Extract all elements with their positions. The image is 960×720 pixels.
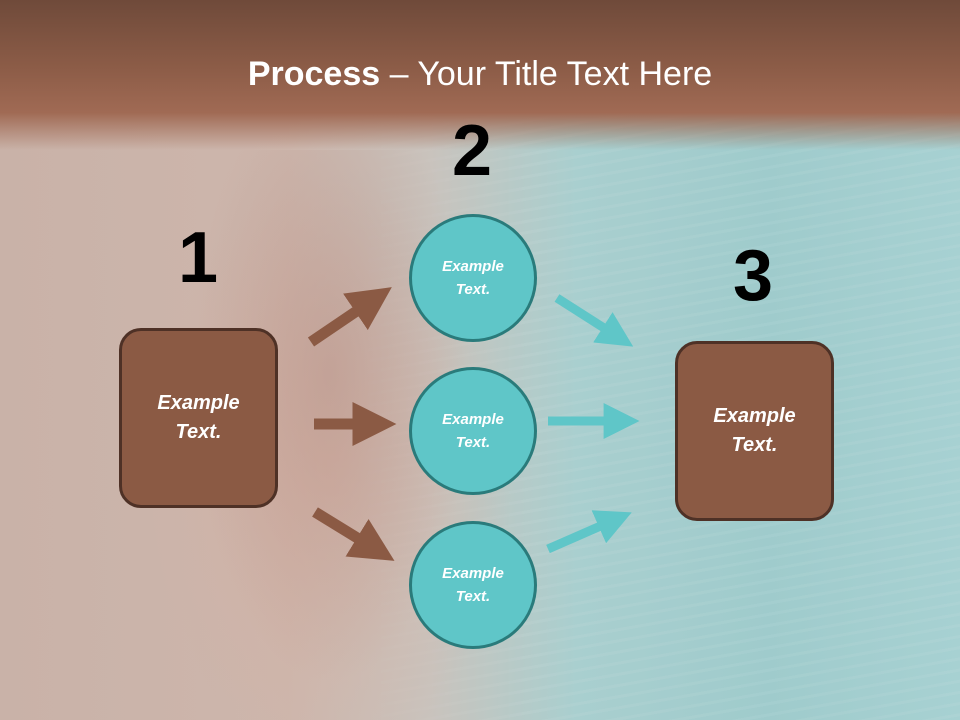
- title-rest: – Your Title Text Here: [380, 55, 713, 93]
- title-bold: Process: [247, 55, 381, 93]
- step-number-1: 1: [177, 218, 219, 298]
- step-2-circle-middle-label: Example Text.: [442, 411, 504, 451]
- step-number-3: 3: [732, 236, 774, 316]
- step-2-circle-bottom: Example Text.: [409, 521, 537, 649]
- step-number-2: 2: [451, 111, 493, 191]
- step-1-label: Example Text.: [157, 392, 240, 443]
- slide-title: Process – Your Title Text Here: [0, 55, 960, 94]
- arrow-1-to-top: [307, 287, 392, 347]
- step-3-label: Example Text.: [713, 405, 796, 456]
- arrow-bottom-to-3: [546, 510, 632, 554]
- step-2-circle-middle: Example Text.: [409, 367, 537, 495]
- step-2-circle-top: Example Text.: [409, 214, 537, 342]
- step-1-box: Example Text.: [119, 328, 278, 508]
- step-2-circle-top-label: Example Text.: [442, 258, 504, 298]
- header-band: [0, 0, 960, 150]
- step-2-circle-bottom-label: Example Text.: [442, 565, 504, 605]
- arrow-1-to-bottom: [312, 507, 395, 561]
- step-3-box: Example Text.: [675, 341, 834, 521]
- arrow-top-to-3: [554, 294, 634, 347]
